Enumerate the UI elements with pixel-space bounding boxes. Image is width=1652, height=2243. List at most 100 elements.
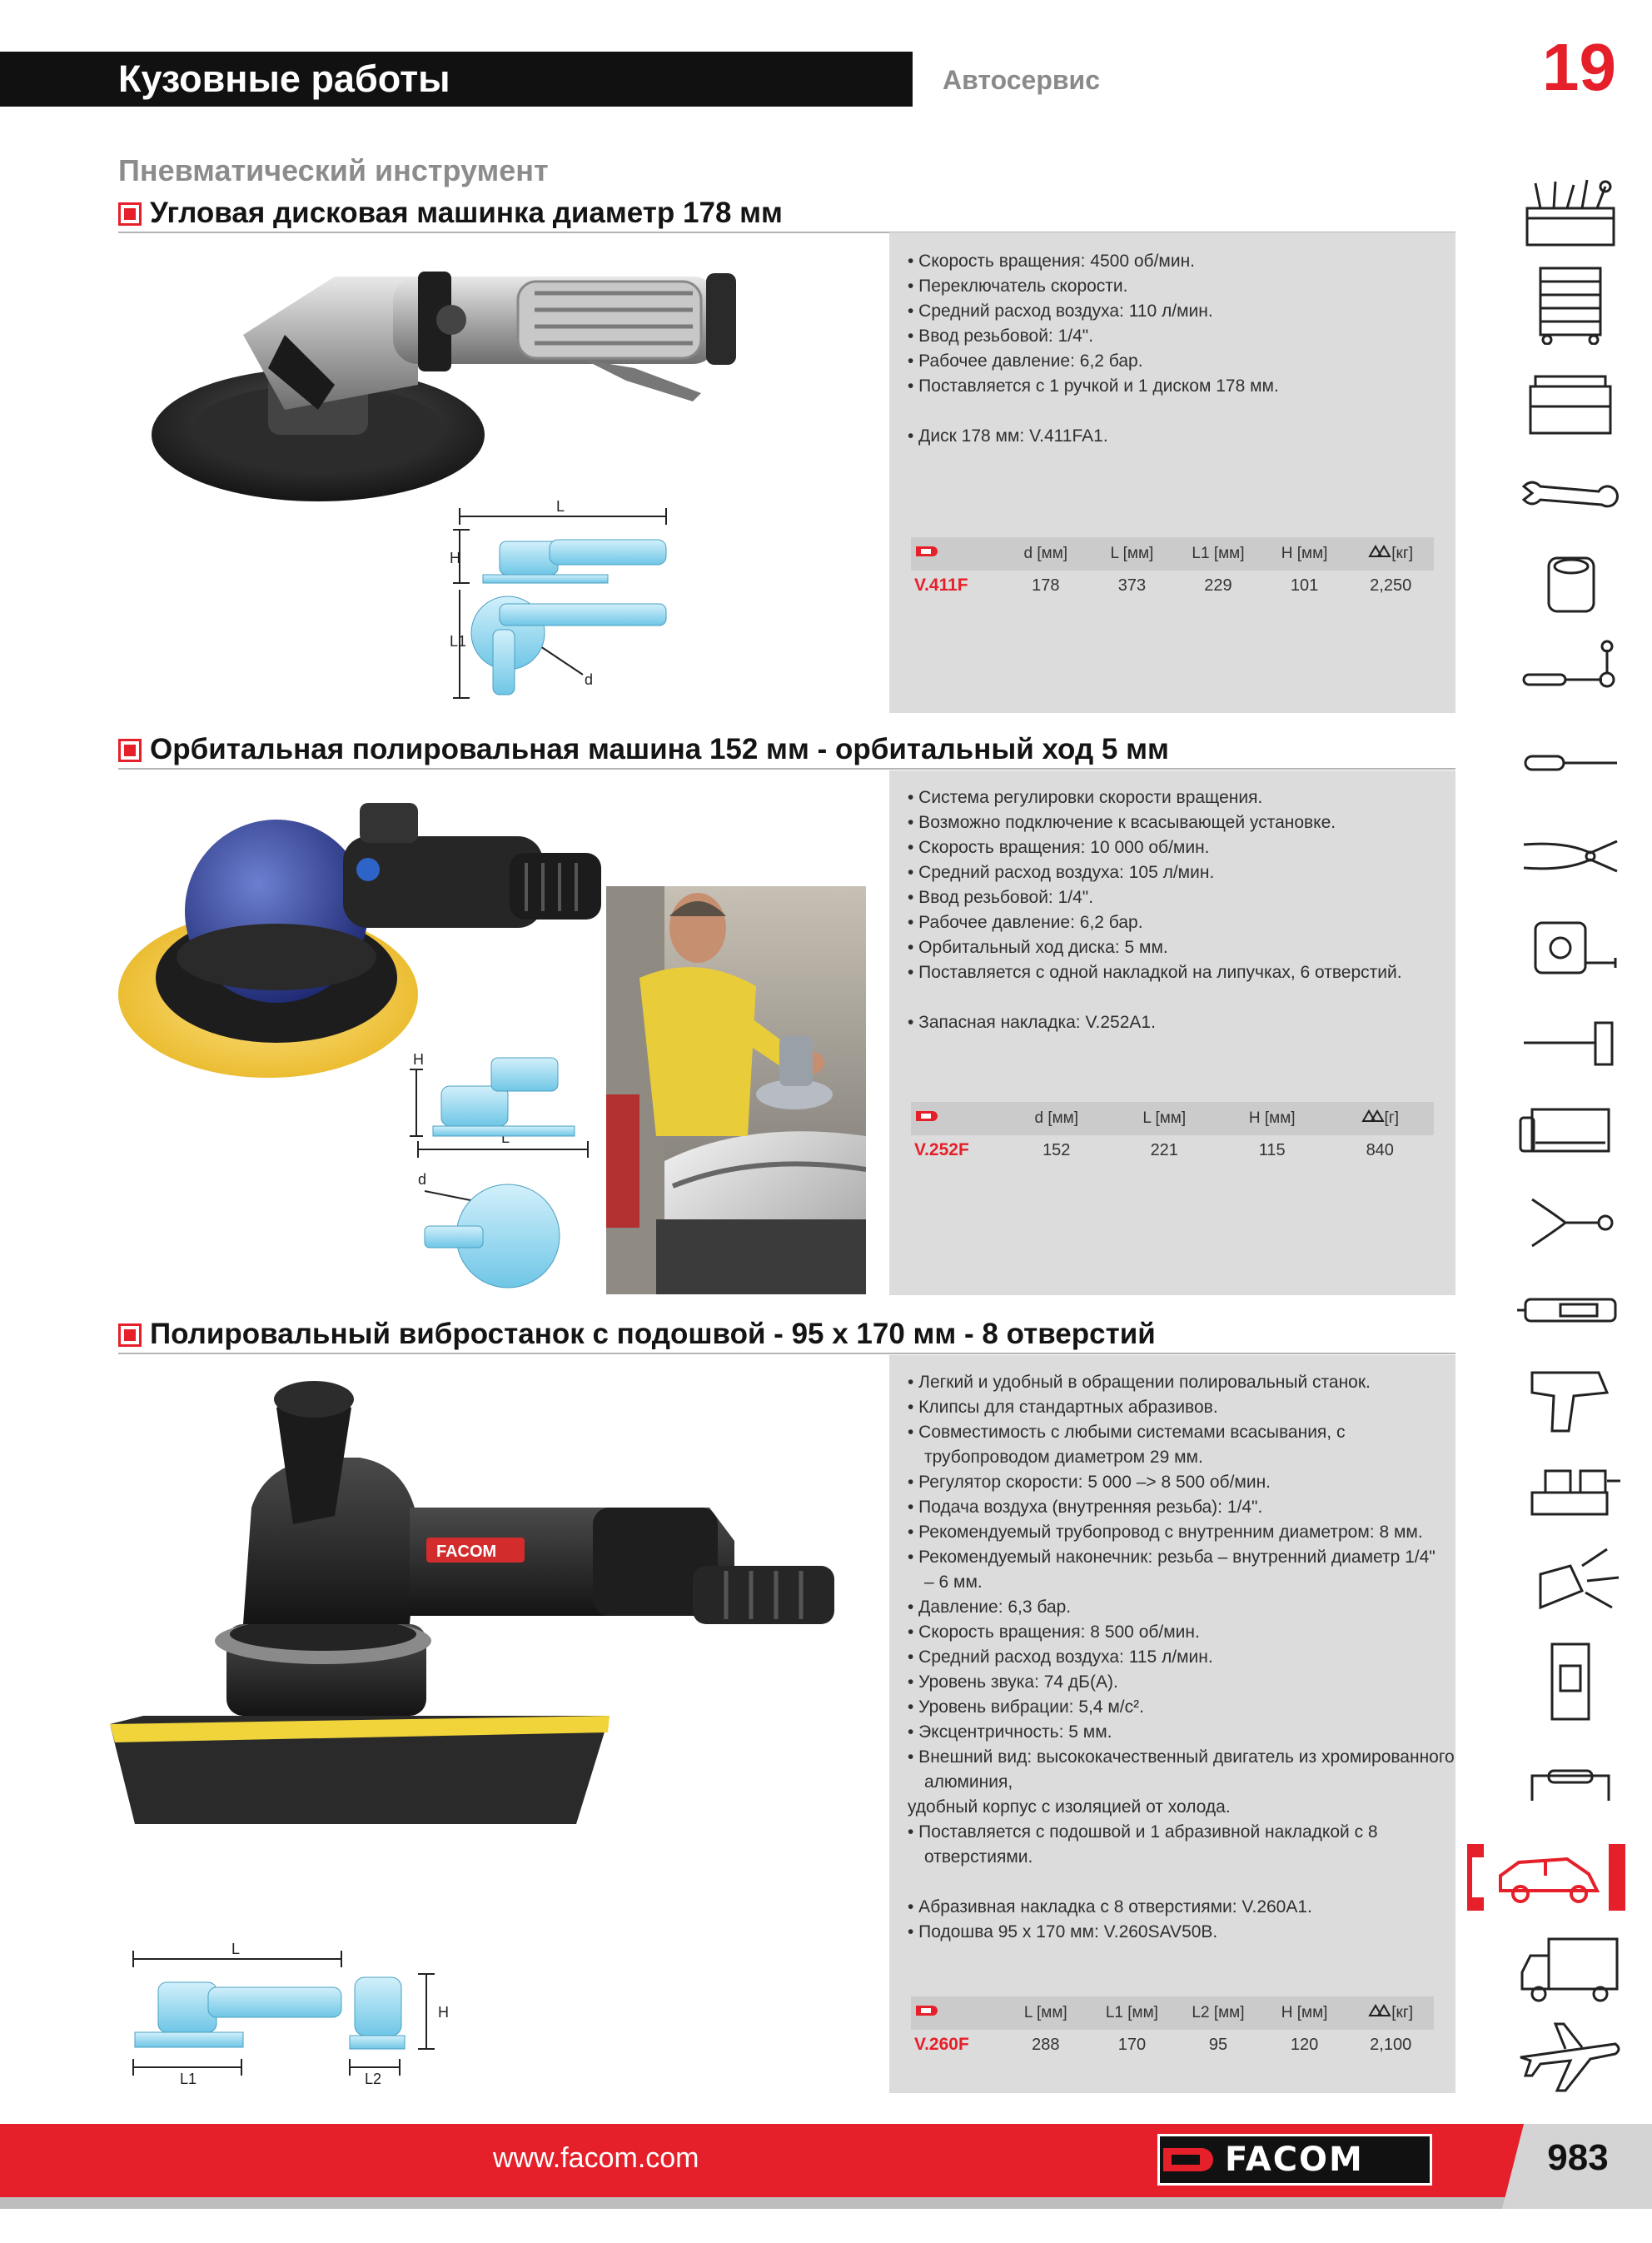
dim-label-h: H — [413, 1051, 424, 1068]
puller-icon[interactable] — [1515, 1183, 1625, 1263]
photo-brand-text: FACOM — [436, 1543, 496, 1561]
tester-icon[interactable] — [1515, 1271, 1625, 1351]
column-header-weight: [кг] — [1347, 2004, 1434, 2022]
feature-item: • Клипсы для стандартных абразивов. — [908, 1398, 1218, 1417]
product-photo-orbital-polisher — [110, 786, 601, 1086]
car-icon[interactable] — [1467, 1832, 1625, 1921]
truck-icon[interactable] — [1515, 1931, 1625, 2011]
spec-panel-angle-polisher: • Скорость вращения: 4500 об/мин. • Пере… — [889, 232, 1455, 713]
section-title-orbital-polisher: Орбитальная полировальная машина 152 мм … — [118, 733, 1455, 770]
spec-panel-orbital-sander: • Легкий и удобный в обращении полировал… — [889, 1355, 1455, 2093]
combination-wrench-icon[interactable] — [1515, 453, 1625, 533]
table-cell: 170 — [1117, 2035, 1147, 2054]
footer-url-link[interactable]: www.facom.com — [493, 2142, 699, 2174]
feature-item: • Ввод резьбовой: 1/4". — [908, 326, 1094, 346]
product-photo-orbital-sander: FACOM — [110, 1374, 868, 1832]
table-cell: 152 — [1042, 1140, 1071, 1159]
feature-item: • Регулятор скорости: 5 000 –> 8 500 об/… — [908, 1473, 1271, 1492]
column-header: L [мм] — [1023, 2004, 1067, 2021]
dimension-diagram-orbital-polisher: H L d — [408, 1028, 600, 1303]
column-header: d [мм] — [1023, 545, 1068, 562]
feature-item: • Рабочее давление: 6,2 бар. — [908, 351, 1143, 371]
handle-icon[interactable] — [1515, 1742, 1625, 1822]
feature-list: • Система регулировки скорости вращения.… — [908, 785, 1444, 1035]
table-cell: 2,100 — [1370, 2035, 1412, 2054]
weight-icon — [1368, 2004, 1392, 2016]
feature-item: • Рекомендуемый трубопровод с внутренним… — [908, 1523, 1423, 1542]
column-header-weight: [г] — [1326, 1109, 1435, 1128]
screwdriver-icon[interactable] — [1515, 723, 1625, 803]
feature-item: – 6 мм. — [924, 1573, 983, 1592]
dim-label-d: d — [418, 1171, 426, 1188]
hacksaw-icon[interactable] — [1515, 1093, 1625, 1173]
page-number-tab — [1502, 2124, 1652, 2209]
table-cell: 840 — [1366, 1140, 1394, 1159]
feature-item: • Легкий и удобный в обращении полировал… — [908, 1373, 1371, 1392]
accessory-item: • Подошва 95 x 170 мм: V.260SAV50B. — [908, 1922, 1218, 1941]
impact-wrench-icon[interactable] — [1515, 1359, 1625, 1439]
table-cell: 95 — [1208, 2035, 1228, 2054]
table-cell: 101 — [1290, 576, 1319, 595]
feature-item: • Скорость вращения: 10 000 об/мин. — [908, 838, 1210, 857]
bullet-square-icon — [118, 1323, 142, 1347]
facom-logo-text: FACOM — [1225, 2141, 1364, 2179]
category-heading: Пневматический инструмент — [118, 153, 549, 187]
reference-code: V.252F — [914, 1140, 969, 1159]
table-cell: 2,250 — [1370, 576, 1412, 595]
table-cell: 373 — [1117, 576, 1147, 595]
dim-label-h: H — [438, 2004, 449, 2021]
feature-item: • Скорость вращения: 8 500 об/мин. — [908, 1622, 1200, 1642]
product-photo-worker-polishing-car — [606, 886, 867, 1294]
table-row: V.252F 152 221 115 840 — [911, 1135, 1434, 1165]
dim-label-l: L — [231, 1941, 240, 1957]
dim-label-l1: L1 — [180, 2071, 197, 2087]
dimension-diagram-orbital-sander: L L1 L2 H — [125, 1941, 475, 2091]
bullet-square-icon — [118, 202, 142, 226]
accessory-item: • Диск 178 мм: V.411FA1. — [908, 426, 1108, 446]
table-cell: 178 — [1032, 576, 1060, 595]
column-header-weight: [кг] — [1347, 545, 1434, 563]
table-cell: 221 — [1150, 1140, 1178, 1159]
table-cell: 115 — [1258, 1140, 1286, 1159]
socket-icon[interactable] — [1515, 545, 1625, 625]
tape-measure-icon[interactable] — [1515, 908, 1625, 988]
dim-label-l: L — [556, 498, 565, 515]
feature-item: • Подача воздуха (внутренняя резьба): 1/… — [908, 1498, 1263, 1517]
safety-icon[interactable] — [1515, 1541, 1625, 1621]
dim-label-d: d — [585, 671, 593, 688]
feature-item: • Орбитальный ход диска: 5 мм. — [908, 938, 1168, 957]
bullet-square-icon — [118, 739, 142, 762]
reference-code: V.260F — [914, 2035, 969, 2054]
feature-item: • Ввод резьбовой: 1/4". — [908, 888, 1094, 907]
feature-item: • Внешний вид: высококачественный двигат… — [908, 1747, 1455, 1767]
tool-chest-icon[interactable] — [1515, 175, 1625, 255]
feature-item: • Эксцентричность: 5 мм. — [908, 1722, 1112, 1742]
ratchet-icon[interactable] — [1515, 633, 1625, 713]
table-cell: 288 — [1032, 2035, 1060, 2054]
feature-item: отверстиями. — [924, 1847, 1033, 1867]
roller-cabinet-icon[interactable] — [1515, 265, 1625, 346]
column-header: d [мм] — [1034, 1109, 1079, 1127]
dim-label-h: H — [450, 550, 460, 566]
feature-item: • Возможно подключение к всасывающей уст… — [908, 813, 1336, 832]
vise-icon[interactable] — [1515, 1451, 1625, 1531]
dimension-diagram-angle-polisher: L H L1 d — [450, 491, 683, 708]
tool-box-icon[interactable] — [1515, 370, 1625, 450]
airplane-icon[interactable] — [1515, 2016, 1625, 2096]
reference-icon — [911, 1109, 1003, 1128]
hammer-icon[interactable] — [1515, 1001, 1625, 1081]
pliers-icon[interactable] — [1515, 816, 1625, 896]
column-header: L2 [мм] — [1192, 2004, 1245, 2021]
footer-stripe — [0, 2197, 1652, 2209]
page-subtitle: Автосервис — [943, 65, 1101, 95]
feature-item: • Поставляется с 1 ручкой и 1 диском 178… — [908, 376, 1279, 396]
facom-logo: FACOM — [1157, 2134, 1432, 2186]
spec-table-header: d [мм] L [мм] L1 [мм] H [мм] [кг] — [911, 537, 1434, 571]
feature-item: трубопроводом диаметром 29 мм. — [924, 1448, 1203, 1467]
facom-emblem-icon — [1163, 2148, 1213, 2171]
electrical-icon[interactable] — [1515, 1641, 1625, 1721]
dim-label-l2: L2 — [365, 2071, 381, 2087]
feature-item: • Система регулировки скорости вращения. — [908, 788, 1263, 807]
page-title: Кузовные работы — [118, 57, 450, 100]
page-number: 983 — [1547, 2137, 1609, 2178]
